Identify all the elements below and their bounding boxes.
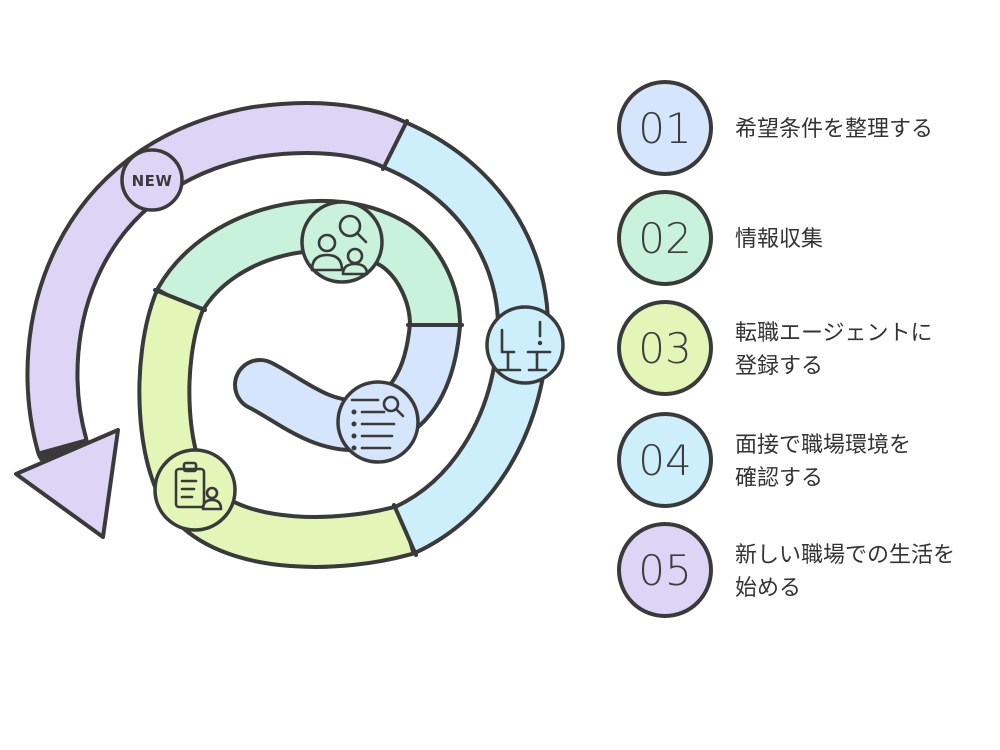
step-number: 05 [638, 546, 691, 595]
step-label-line-1: 新しい職場での生活を [735, 543, 955, 568]
list-icon-circle [336, 380, 420, 464]
step-label: 情報収集 [735, 227, 823, 252]
new-badge-circle [120, 148, 184, 212]
spiral-segment-lavender [29, 105, 406, 452]
step-number-circle [617, 80, 713, 176]
step-number: 03 [638, 324, 691, 373]
desk-alert-icon [485, 305, 565, 385]
step-02: 02 情報収集 [617, 190, 823, 286]
step-number-circle [617, 522, 713, 618]
step-number: 02 [638, 214, 691, 263]
step-03: 03 転職エージェントに 登録する [617, 300, 933, 396]
divider-lime-mint [153, 288, 207, 312]
step-label-line-2: 始める [735, 576, 801, 601]
step-05: 05 新しい職場での生活を 始める [617, 522, 955, 618]
step-number: 01 [638, 104, 691, 153]
list-search-icon [336, 380, 420, 464]
clipboard-user-icon [153, 448, 237, 532]
step-label-line-2: 登録する [735, 354, 823, 379]
step-number-circle [617, 190, 713, 286]
arrowhead-icon [14, 428, 120, 539]
new-badge-label: NEW [132, 172, 173, 190]
step-label-line-1: 面接で職場環境を [735, 433, 911, 458]
step-list: 01 希望条件を整理する 02 情報収集 03 転職エージェントに 登録する 0… [617, 80, 955, 618]
spiral [14, 101, 550, 569]
step-01: 01 希望条件を整理する [617, 80, 933, 176]
step-number-circle [617, 412, 713, 508]
new-badge: NEW [120, 148, 184, 212]
step-label-line-1: 転職エージェントに [735, 321, 933, 346]
people-icon-circle [300, 200, 384, 284]
divider-lavender-cyan [381, 119, 409, 171]
divider-cyan-lime [392, 503, 418, 557]
step-label-line-2: 確認する [735, 466, 823, 491]
desk-icon-circle [485, 305, 565, 385]
step-number: 04 [638, 436, 691, 485]
step-04: 04 面接で職場環境を 確認する [617, 412, 911, 508]
step-number-circle [617, 300, 713, 396]
people-search-icon [300, 200, 384, 284]
step-label: 希望条件を整理する [735, 117, 933, 142]
